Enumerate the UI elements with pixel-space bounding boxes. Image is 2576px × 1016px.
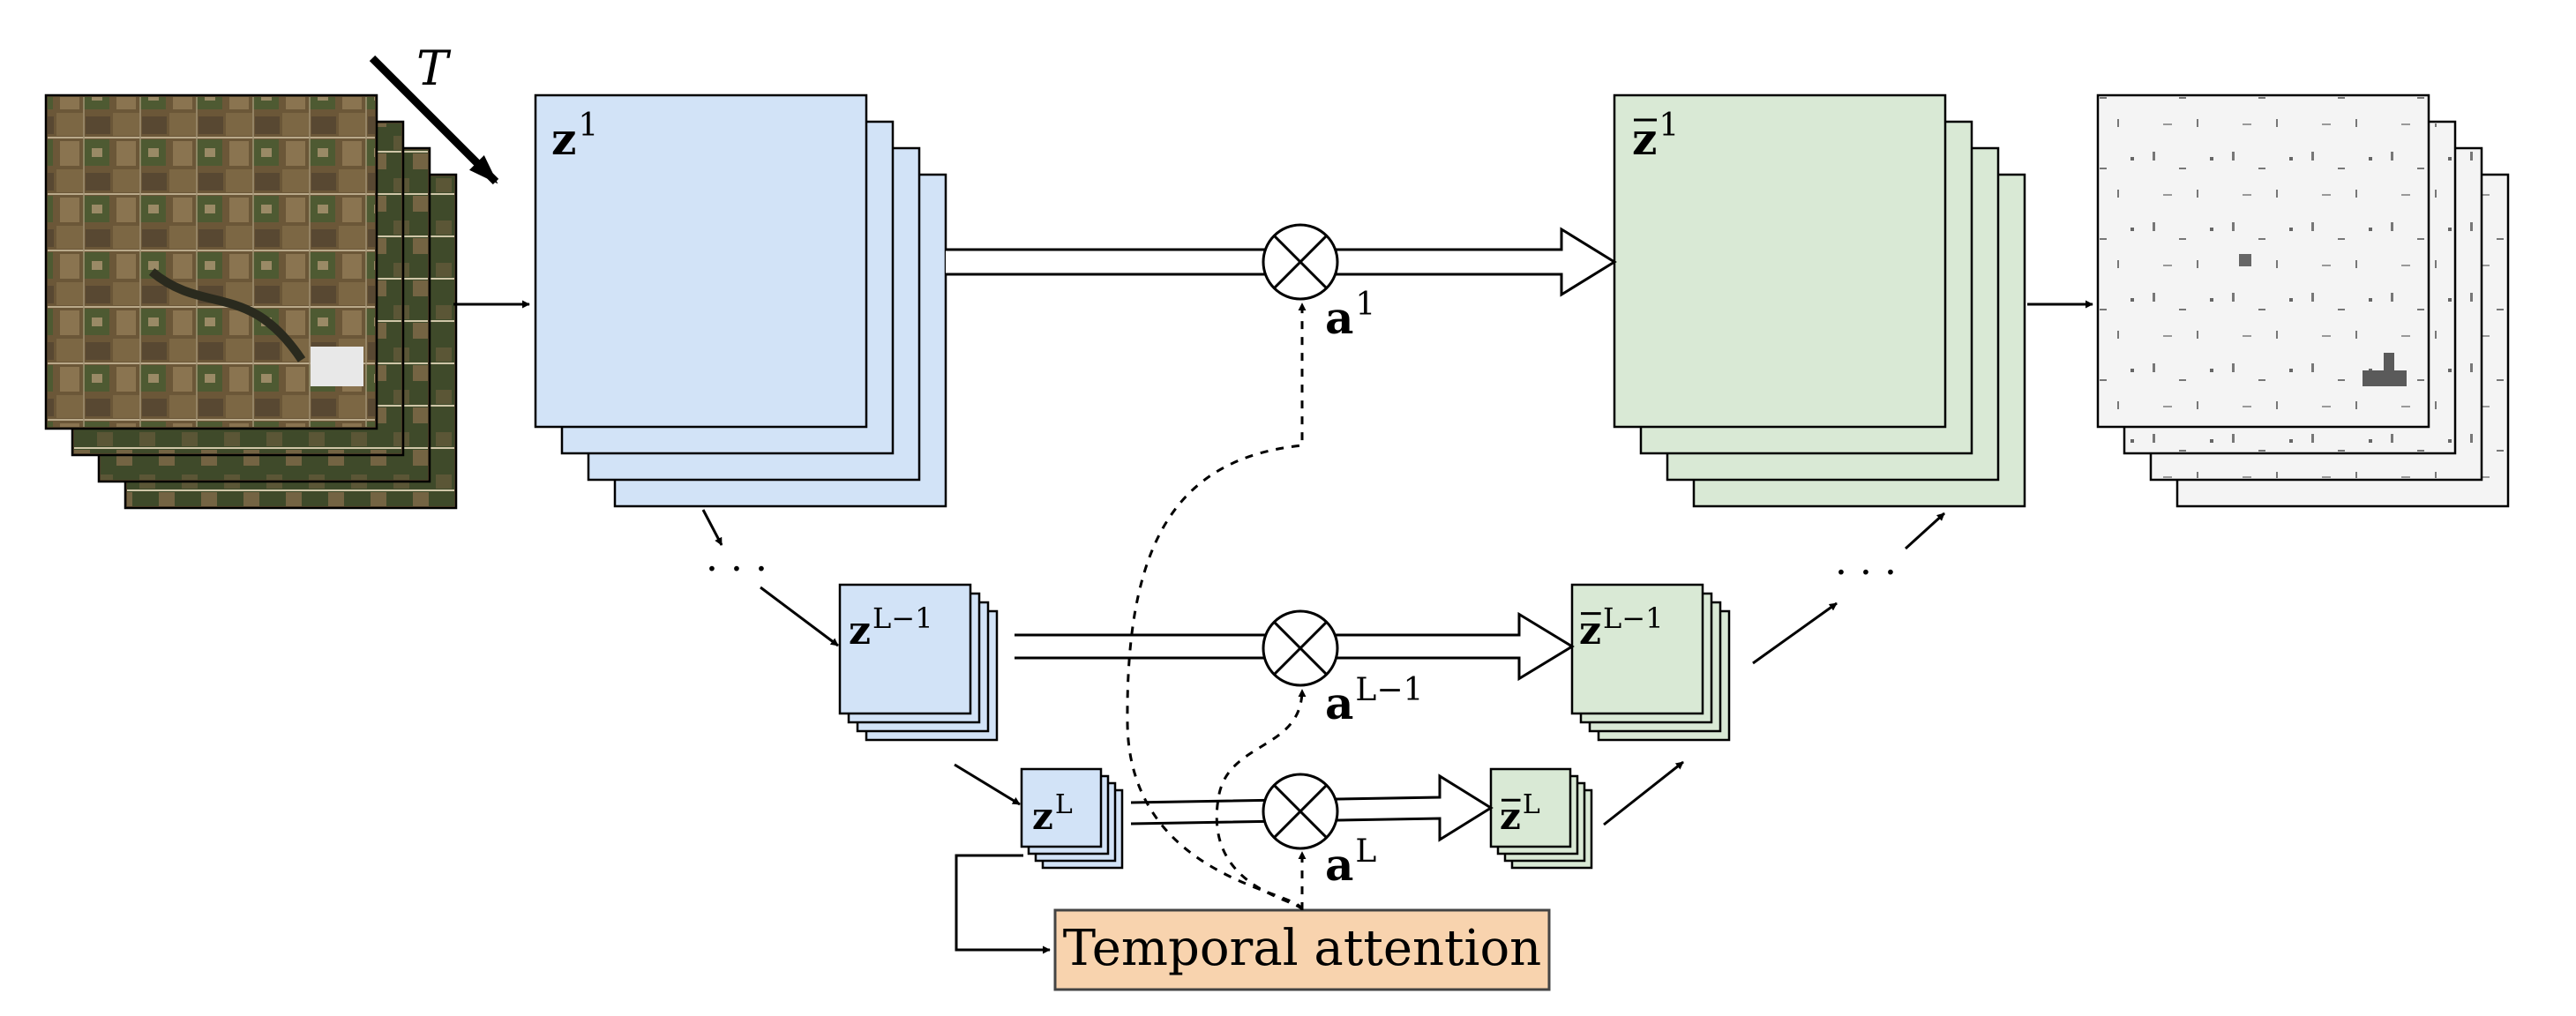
time-axis-label: T (416, 41, 452, 96)
zbarL-stack-layer-1 (1489, 767, 1572, 848)
zL1-to-zL-arrow (954, 763, 1021, 806)
decoder-ellipsis: · · · (1835, 550, 1897, 595)
zL-stack-layer-1 (1020, 767, 1103, 848)
diagram-graph: Tz1 z1 zL−1 zL−1 zL zL a1 aL−1 aL Temporal attent… (44, 41, 2510, 991)
zL-to-attention-arrow (955, 854, 1051, 954)
zbarL1-label: zL−1 (1579, 601, 1663, 654)
river-trace (148, 268, 306, 362)
attention-to-a1 (1126, 303, 1307, 911)
zL1-stack-layer-1 (838, 583, 972, 715)
aL-label: aL (1325, 833, 1376, 891)
building-block (311, 347, 363, 386)
zL-label: zL (1032, 789, 1073, 838)
zbarL1-stack-layer-1 (1570, 583, 1704, 715)
attention-to-aL1 (1215, 689, 1307, 911)
zbarL-to-zbarL1-arrow (1603, 760, 1684, 826)
multiply-node-L-cross-b (1273, 784, 1328, 839)
a1-label: a1 (1325, 287, 1375, 344)
temporal-attention-box (1053, 908, 1551, 991)
zL1-label: zL−1 (849, 601, 932, 654)
zbar1-label: z1 (1632, 108, 1679, 165)
z1-down-arrow (701, 509, 723, 546)
mask-blob-2 (2239, 254, 2251, 266)
multiply-node-1-cross-b (1273, 235, 1328, 289)
aL1-label: aL−1 (1325, 672, 1423, 729)
zbarL-label: zL (1500, 789, 1540, 838)
multiply-node-L-1-cross-b (1273, 621, 1328, 676)
ellipsis-to-zbar1-arrow (1904, 512, 1946, 550)
ellipsis-to-zL1-arrow (760, 586, 839, 647)
temporal-attention-label: Temporal attention (1063, 920, 1541, 977)
time-axis-arrow (369, 55, 499, 185)
z1-label: z1 (551, 108, 598, 165)
zbarL1-up-arrow (1752, 601, 1838, 665)
z1-stack-layer-1 (534, 93, 868, 429)
zbar1-stack-layer-1 (1613, 93, 1947, 429)
mask-blob (2363, 353, 2407, 386)
encoder-ellipsis: · · · (706, 547, 768, 592)
